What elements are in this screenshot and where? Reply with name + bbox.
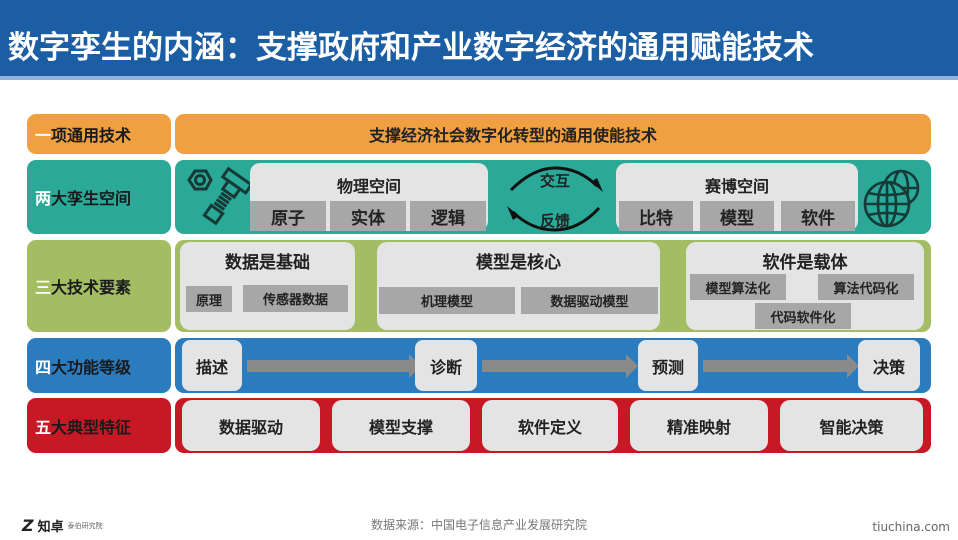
cyber-item: 模型 <box>700 201 774 231</box>
row-label-text: 大典型特征 <box>51 417 132 437</box>
feature-model-support: 模型支撑 <box>332 400 470 451</box>
model-core-panel: 模型是核心 机理模型 数据驱动模型 <box>377 242 660 330</box>
physical-space-panel: 物理空间 原子 实体 逻辑 <box>250 163 488 231</box>
general-tech-bar: 支撑经济社会数字化转型的通用使能技术 <box>175 114 931 154</box>
title-banner: 数字孪生的内涵：支撑政府和产业数字经济的通用赋能技术 <box>0 0 958 80</box>
row-number: 四 <box>35 357 52 377</box>
logo-mark-icon: Z <box>22 516 34 535</box>
model-item: 数据驱动模型 <box>521 287 658 314</box>
page-title: 数字孪生的内涵：支撑政府和产业数字经济的通用赋能技术 <box>8 30 814 66</box>
arrow-icon <box>482 354 638 378</box>
row-number: 两 <box>35 189 52 208</box>
row-number: 三 <box>35 278 52 297</box>
data-item: 传感器数据 <box>243 285 348 312</box>
arrow-icon <box>247 354 421 378</box>
cyber-item: 比特 <box>619 201 693 231</box>
physical-space-title: 物理空间 <box>336 177 401 196</box>
cyber-space-panel: 赛博空间 比特 模型 软件 <box>616 163 858 231</box>
row-label-twin-spaces: 两大孪生空间 <box>27 160 171 234</box>
data-item: 原理 <box>186 286 232 312</box>
software-carrier-panel: 软件是载体 模型算法化 算法代码化 代码软件化 <box>686 242 924 330</box>
cyber-item: 软件 <box>781 201 855 231</box>
stage-describe: 描述 <box>182 340 242 391</box>
twin-spaces-bar: 物理空间 原子 实体 逻辑 交互 反馈 赛博空间 比特 模型 软件 <box>175 160 931 234</box>
publisher-logo: Z 知卓 泰伯研究院 <box>22 516 103 535</box>
row-label-general-tech: 一项通用技术 <box>27 114 171 154</box>
data-foundation-title: 数据是基础 <box>225 253 310 273</box>
software-item: 算法代码化 <box>818 274 914 300</box>
physical-item: 逻辑 <box>410 201 486 231</box>
feature-intelligent-decision: 智能决策 <box>780 400 923 451</box>
logo-main-text: 知卓 <box>37 520 64 535</box>
tech-elements-bar: 数据是基础 原理 传感器数据 模型是核心 机理模型 数据驱动模型 软件是载体 模… <box>175 240 931 332</box>
row-label-function-levels: 四大功能等级 <box>27 338 171 393</box>
cycle-top-label: 交互 <box>539 172 570 190</box>
feature-precise-mapping: 精准映射 <box>630 400 768 451</box>
model-core-title: 模型是核心 <box>476 253 561 273</box>
bolt-nut-icon <box>187 166 251 226</box>
row-label-text: 大功能等级 <box>51 357 132 377</box>
cycle-bottom-label: 反馈 <box>539 212 570 230</box>
typical-features-bar: 数据驱动 模型支撑 软件定义 精准映射 智能决策 <box>175 398 931 453</box>
function-levels-bar: 描述 诊断 预测 决策 <box>175 338 931 393</box>
logo-sub-text: 泰伯研究院 <box>67 521 103 530</box>
software-carrier-title: 软件是载体 <box>762 253 848 273</box>
data-foundation-panel: 数据是基础 原理 传感器数据 <box>180 242 355 330</box>
site-watermark: tiuchina.com <box>872 520 950 534</box>
row-label-text: 项通用技术 <box>51 126 132 145</box>
model-item: 机理模型 <box>379 287 515 314</box>
row-label-tech-elements: 三大技术要素 <box>27 240 171 332</box>
feature-software-defined: 软件定义 <box>482 400 618 451</box>
row-label-text: 大技术要素 <box>51 278 132 297</box>
row-label-typical-features: 五大典型特征 <box>27 398 171 453</box>
row-number: 一 <box>35 126 52 145</box>
cyber-space-title: 赛博空间 <box>704 177 769 196</box>
stage-diagnose: 诊断 <box>415 340 477 391</box>
interaction-cycle: 交互 反馈 <box>493 160 617 234</box>
arrow-icon <box>703 354 859 378</box>
software-item: 模型算法化 <box>690 274 786 300</box>
row-number: 五 <box>35 417 52 437</box>
globe-icon <box>863 169 920 228</box>
software-item: 代码软件化 <box>755 303 851 329</box>
data-source: 数据来源：中国电子信息产业发展研究院 <box>370 518 587 532</box>
stage-decide: 决策 <box>858 340 920 391</box>
row-label-text: 大孪生空间 <box>51 189 132 208</box>
feature-data-driven: 数据驱动 <box>182 400 320 451</box>
physical-item: 实体 <box>330 201 406 231</box>
cycle-arrows-icon <box>507 166 603 232</box>
stage-predict: 预测 <box>638 340 698 391</box>
general-tech-text: 支撑经济社会数字化转型的通用使能技术 <box>368 126 657 145</box>
physical-item: 原子 <box>250 201 326 231</box>
